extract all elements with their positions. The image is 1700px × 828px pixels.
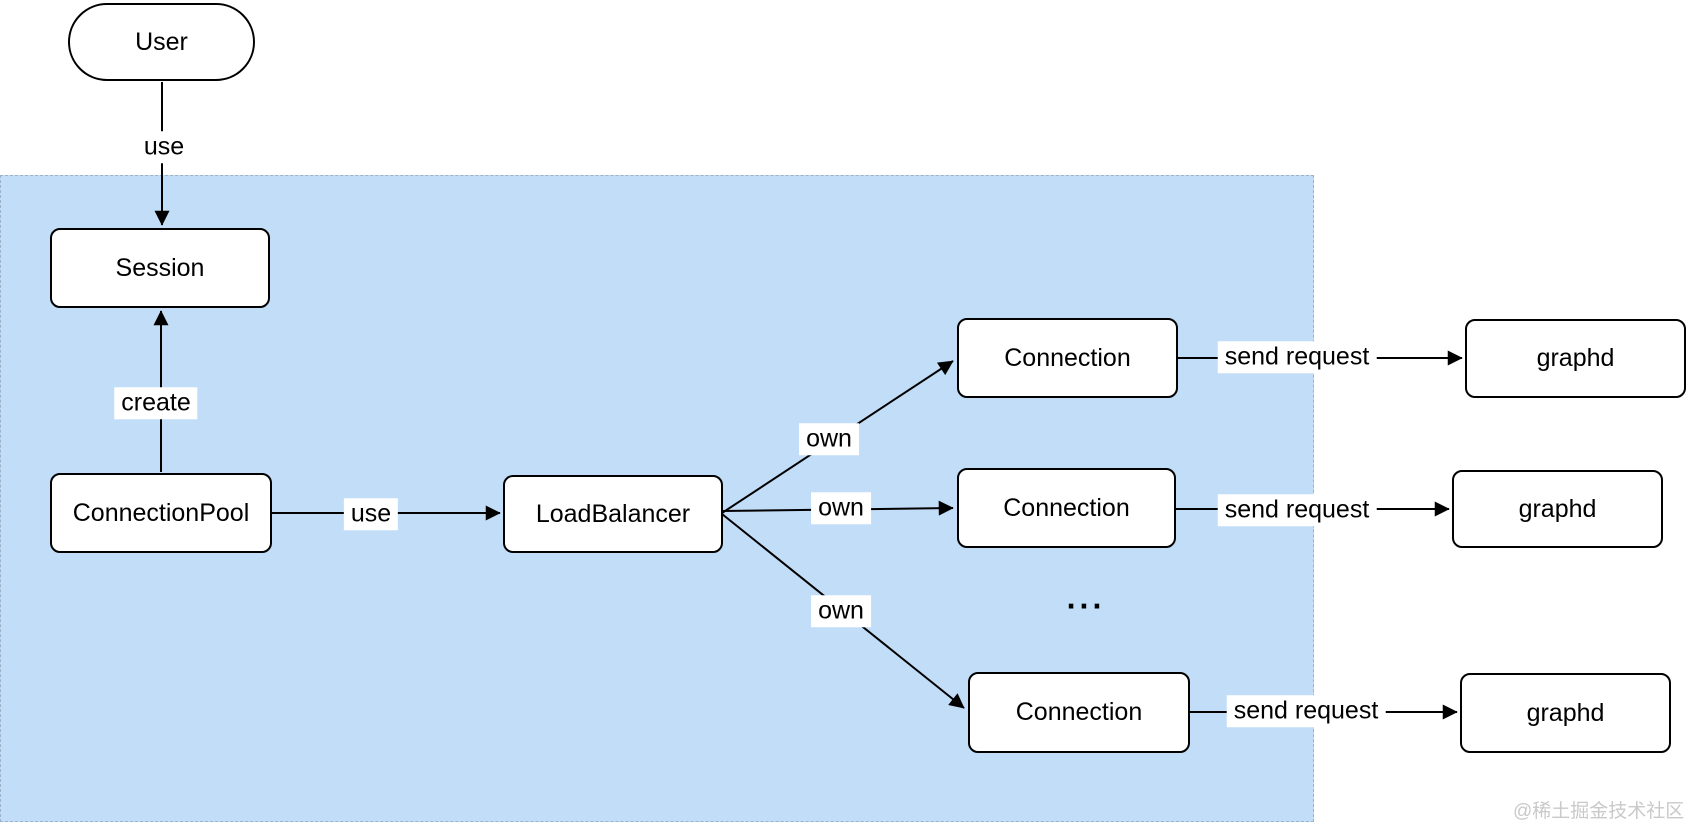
- node-load-balancer: LoadBalancer: [503, 475, 723, 553]
- edge-label-own-3: own: [811, 595, 871, 627]
- node-connection-2: Connection: [957, 468, 1176, 548]
- node-graphd-3: graphd: [1460, 673, 1671, 753]
- node-connection-1: Connection: [957, 318, 1178, 398]
- node-session: Session: [50, 228, 270, 308]
- watermark: @稀土掘金技术社区: [1513, 801, 1685, 822]
- node-user: User: [68, 3, 255, 81]
- edge-label-own-2: own: [811, 492, 871, 524]
- edge-label-send-request-1: send request: [1217, 341, 1377, 373]
- edge-label-create: create: [114, 387, 198, 419]
- edge-label-send-request-3: send request: [1226, 695, 1386, 727]
- edge-label-use-user-session: use: [136, 131, 192, 163]
- edge-label-own-1: own: [799, 423, 859, 455]
- node-graphd-1: graphd: [1465, 319, 1686, 398]
- node-graphd-2: graphd: [1452, 470, 1663, 548]
- node-connection-pool: ConnectionPool: [50, 473, 272, 553]
- edge-label-use-pool-loadbalancer: use: [343, 498, 399, 530]
- node-connection-3: Connection: [968, 672, 1190, 753]
- edge-label-send-request-2: send request: [1217, 494, 1377, 526]
- more-connections-ellipsis: ...: [1066, 579, 1106, 616]
